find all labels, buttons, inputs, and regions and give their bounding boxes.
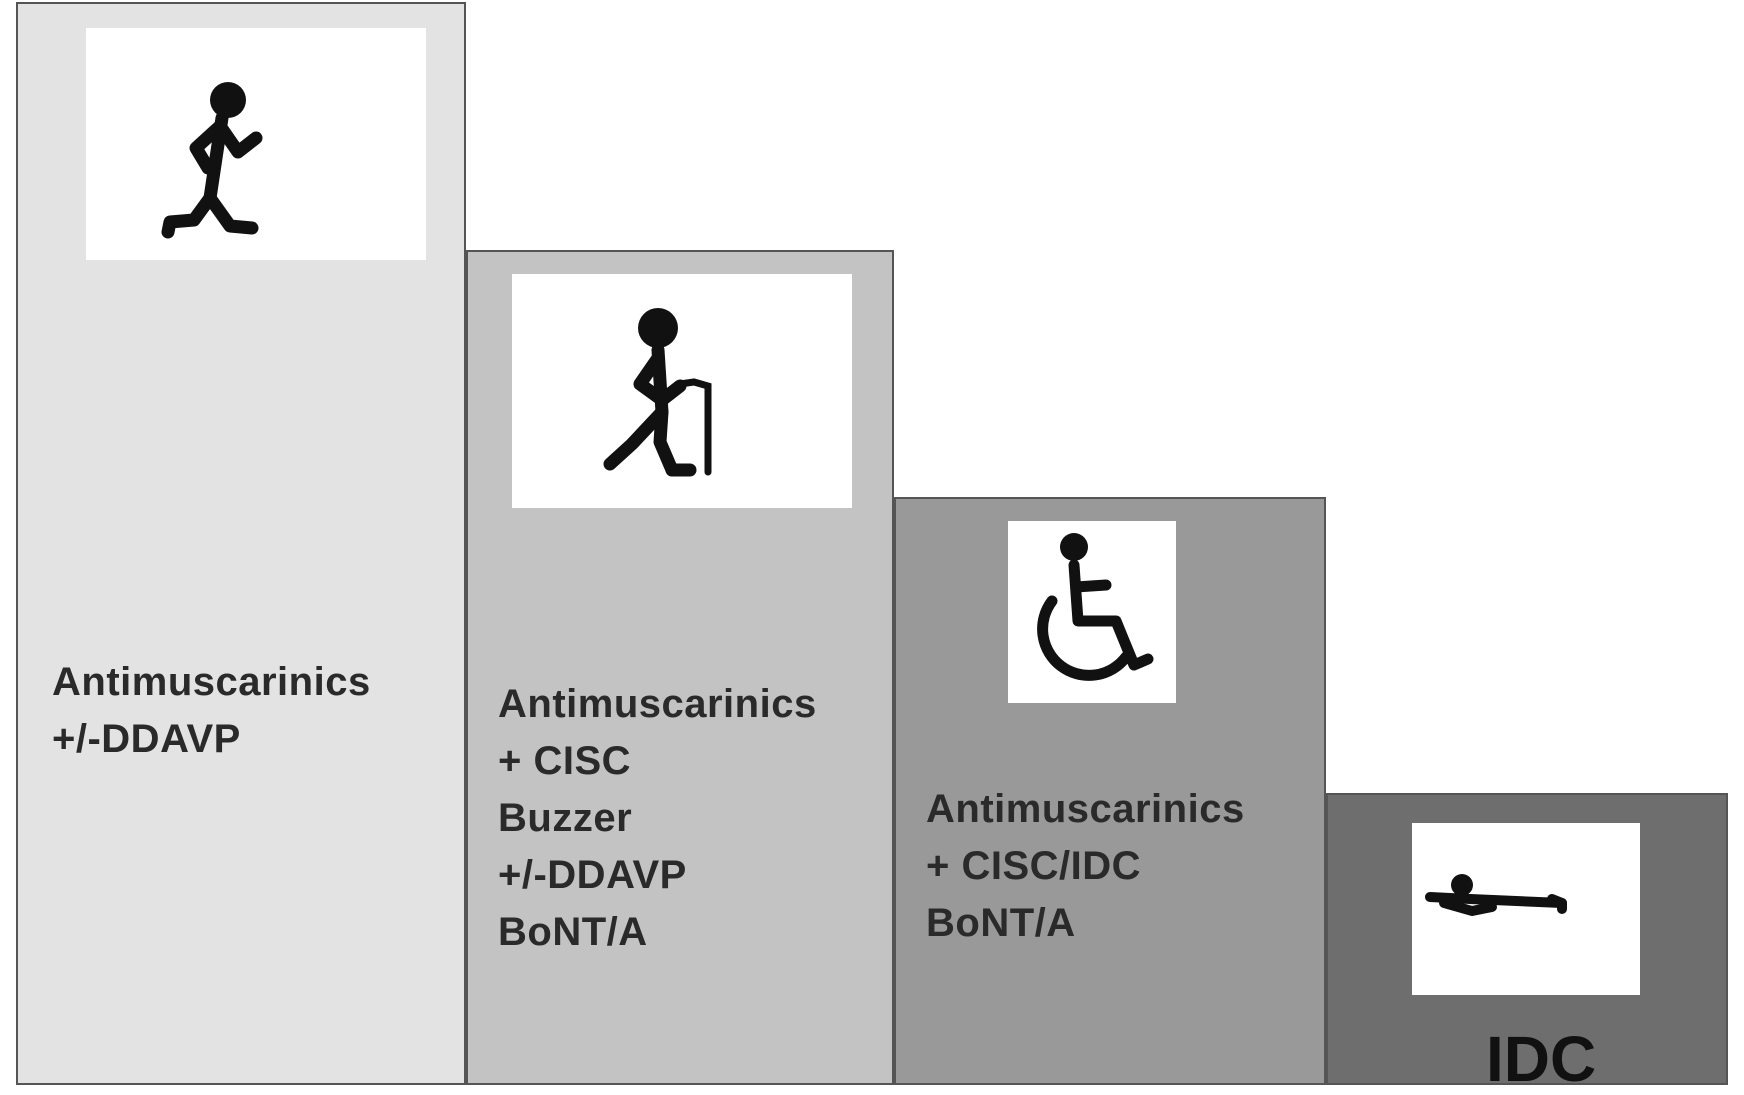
therapy-line: Antimuscarinics [926, 787, 1245, 831]
person-with-cane-icon [512, 274, 852, 508]
lying-person-icon [1412, 823, 1640, 995]
therapy-line: BoNT/A [498, 910, 648, 954]
step-3-therapy: Antimuscarinics + CISC/IDC BoNT/A [926, 781, 1245, 952]
step-3-wheelchair: Antimuscarinics + CISC/IDC BoNT/A [894, 497, 1326, 1085]
therapy-line: Buzzer [498, 796, 633, 840]
therapy-line: Antimuscarinics [498, 682, 817, 726]
therapy-line: +/-DDAVP [498, 853, 687, 897]
step-2-walking-aid: Antimuscarinics + CISC Buzzer +/-DDAVP B… [466, 250, 894, 1085]
step-4-therapy: IDC [1486, 1023, 1597, 1095]
therapy-line: Antimuscarinics [52, 660, 371, 704]
step-2-therapy: Antimuscarinics + CISC Buzzer +/-DDAVP B… [498, 676, 817, 961]
therapy-line: + CISC [498, 739, 632, 783]
step-4-bedbound: IDC [1326, 793, 1728, 1095]
therapy-line: + CISC/IDC [926, 844, 1142, 888]
step-1-therapy: Antimuscarinics +/-DDAVP [52, 654, 371, 768]
running-person-icon [86, 28, 426, 260]
therapy-line: BoNT/A [926, 901, 1076, 945]
step-1-ambulant: Antimuscarinics +/-DDAVP [16, 2, 466, 1085]
wheelchair-icon [1008, 521, 1176, 703]
therapy-line: +/-DDAVP [52, 717, 241, 761]
